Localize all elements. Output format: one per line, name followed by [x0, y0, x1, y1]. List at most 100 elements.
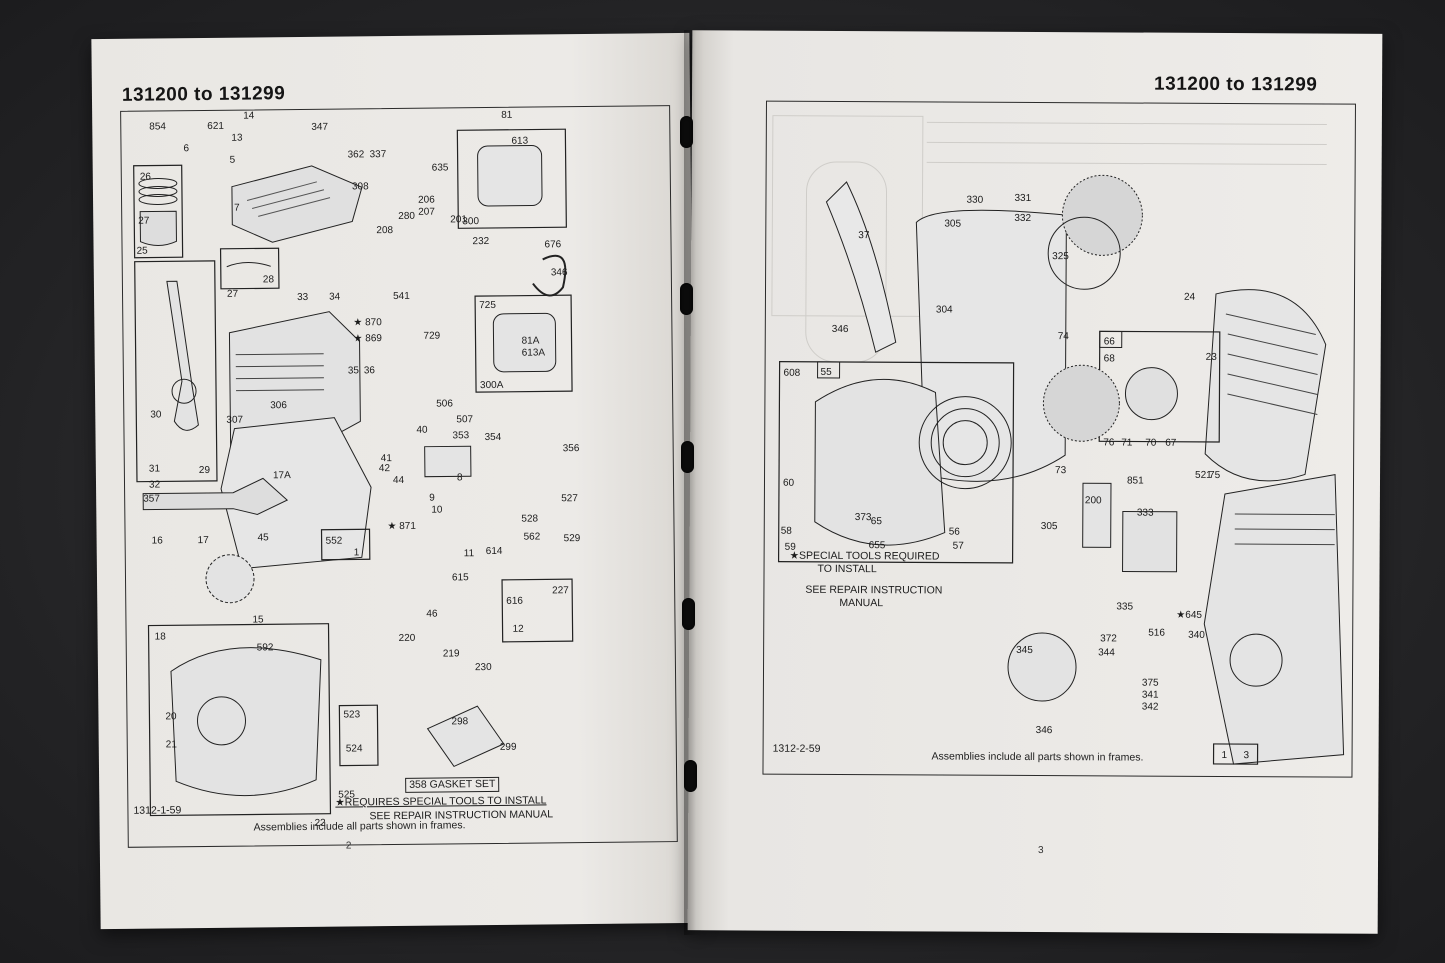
- special-tools-note: ★REQUIRES SPECIAL TOOLS TO INSTALL: [335, 794, 547, 809]
- binder-hole: [684, 760, 697, 792]
- part-number-label: 230: [475, 662, 492, 673]
- part-number-label: 280: [398, 211, 415, 222]
- part-number-label: 356: [563, 443, 580, 454]
- part-number-label: 207: [418, 207, 435, 218]
- part-number-label: 528: [521, 513, 538, 524]
- page-title-right: 131200 to 131299: [1154, 73, 1318, 96]
- part-number-label: 21: [166, 739, 178, 750]
- part-number-label: 613: [511, 136, 528, 147]
- part-number-label: 615: [452, 572, 469, 583]
- part-number-label: 42: [379, 463, 391, 474]
- page-number-right: 3: [1038, 845, 1044, 857]
- part-number-label: 219: [443, 648, 460, 659]
- part-number-label: 305: [944, 219, 961, 230]
- engine-exploded-diagram-right: 608 55 66: [771, 115, 1345, 765]
- frame-label: 1: [1222, 750, 1228, 761]
- frame-label: 1: [354, 547, 360, 558]
- page-caption-left: Assemblies include all parts shown in fr…: [253, 819, 466, 834]
- part-number-label: 13: [231, 133, 243, 144]
- diagram-frame-left: 25 28 29 300: [120, 105, 678, 848]
- part-number-label: 20: [165, 711, 177, 722]
- part-number-label: 67: [1165, 438, 1177, 449]
- part-number-label: 32: [149, 479, 161, 490]
- part-number-label: 10: [431, 505, 443, 516]
- page-number-left: 2: [345, 840, 352, 852]
- part-number-label: 57: [953, 541, 965, 552]
- repair-manual-note: MANUAL: [839, 596, 884, 610]
- part-number-label: 27: [227, 289, 239, 300]
- part-number-label: 23: [1206, 352, 1218, 363]
- diagram-code-right: 1312-2-59: [772, 742, 821, 755]
- part-number-label: 35: [348, 365, 360, 376]
- part-number-label: 614: [486, 546, 503, 557]
- part-number-label: 676: [544, 239, 561, 250]
- part-number-label: 592: [257, 642, 274, 653]
- manual-page-left: 131200 to 131299 25 28 29: [91, 32, 699, 930]
- part-number-label: 45: [258, 532, 270, 543]
- part-number-label: 372: [1100, 633, 1117, 644]
- part-number-label: 307: [226, 415, 243, 426]
- frame-label: 523: [343, 709, 360, 720]
- part-number-label: 11: [464, 548, 475, 559]
- frame-label: 3: [1244, 750, 1250, 761]
- part-number-label: 9: [429, 493, 435, 504]
- part-number-label: 81: [501, 110, 513, 121]
- binder-hole: [682, 598, 695, 630]
- frame-label: 25: [137, 246, 149, 257]
- part-number-label: 332: [1014, 213, 1031, 224]
- starred-part-number-label: ★ 871: [387, 521, 416, 532]
- page-title-left: 131200 to 131299: [121, 83, 286, 106]
- part-number-label: 73: [1055, 465, 1067, 476]
- part-number-label: 36: [364, 365, 376, 376]
- part-number-label: 524: [346, 743, 363, 754]
- part-number-label: 27: [138, 216, 150, 227]
- part-number-label: 308: [352, 181, 369, 192]
- diagram-frame-right: 608 55 66: [762, 100, 1356, 778]
- diagram-code-left: 1312-1-59: [133, 804, 182, 817]
- binder-hole: [680, 283, 693, 315]
- part-number-label: 15: [252, 614, 264, 625]
- part-number-label: 305: [1041, 521, 1058, 532]
- part-number-label: 208: [376, 225, 393, 236]
- part-number-label: 71: [1121, 437, 1133, 448]
- gasket-set-label: 358 GASKET SET: [405, 776, 500, 793]
- book-gutter: [684, 30, 704, 935]
- frame-label: 55: [821, 367, 833, 378]
- part-number-label: 40: [416, 425, 428, 436]
- frame-label: 29: [199, 465, 211, 476]
- page-caption-right: Assemblies include all parts shown in fr…: [931, 750, 1144, 764]
- part-number-label: 26: [140, 172, 152, 183]
- part-number-label: 17: [198, 535, 210, 546]
- part-number-label: 68: [1104, 353, 1116, 364]
- part-number-label: 44: [393, 475, 405, 486]
- part-number-label: 330: [966, 195, 983, 206]
- part-number-label: 335: [1116, 601, 1133, 612]
- part-number-label: 58: [781, 526, 793, 537]
- part-number-label: 12: [513, 624, 525, 635]
- part-number-label: 298: [451, 716, 468, 727]
- part-number-label: 31: [149, 463, 161, 474]
- part-number-label: 46: [426, 609, 438, 620]
- part-number-label: 851: [1127, 475, 1144, 486]
- part-number-label: 729: [423, 331, 440, 342]
- manual-page-right: 131200 to 131299 608 55: [687, 30, 1383, 934]
- part-number-label: 357: [143, 493, 160, 504]
- frame-label: 552: [326, 536, 343, 547]
- part-number-label: 74: [1058, 331, 1070, 342]
- part-number-label: 655: [869, 540, 886, 551]
- part-number-label: 635: [432, 162, 449, 173]
- part-number-label: 331: [1014, 193, 1031, 204]
- part-number-label: 346: [1036, 725, 1053, 736]
- part-number-label: 76: [1103, 437, 1115, 448]
- part-number-label: 22: [315, 818, 327, 829]
- part-number-label: 333: [1137, 508, 1154, 519]
- part-number-label: 516: [1148, 628, 1165, 639]
- frame-label: 725: [479, 300, 496, 311]
- part-number-label: 70: [1145, 438, 1157, 449]
- part-number-label: 232: [472, 236, 489, 247]
- part-number-label: 521: [1195, 470, 1212, 481]
- frame-label: 66: [1104, 336, 1116, 347]
- engine-exploded-diagram-left: 25 28 29 300: [133, 110, 581, 829]
